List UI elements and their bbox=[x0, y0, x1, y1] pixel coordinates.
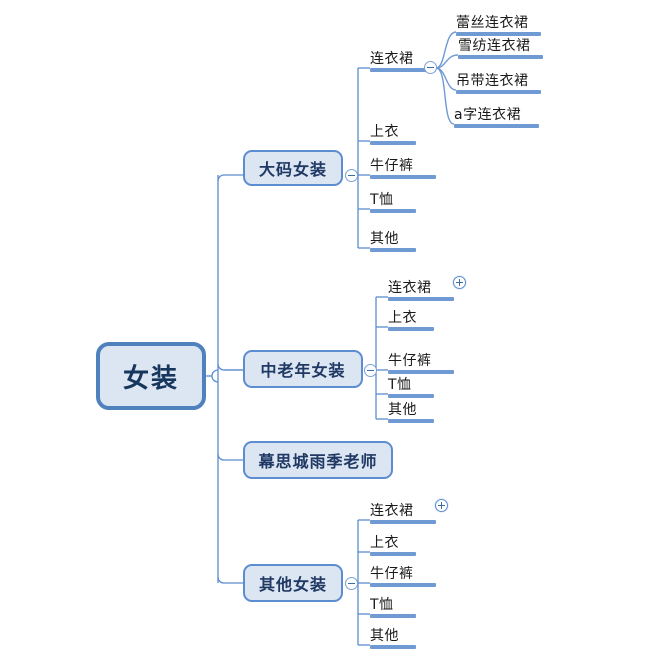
root-node[interactable]: 女装 bbox=[96, 342, 206, 410]
leaf-node-shangyi-dama[interactable]: 上衣 bbox=[370, 121, 416, 145]
leaf-node-label: 其他 bbox=[370, 231, 399, 247]
branch-node-zhonglaonian-nvzhuang[interactable]: 中老年女装 bbox=[243, 350, 363, 388]
leaf-node-label: 牛仔裤 bbox=[388, 353, 432, 369]
leaf-node-label: 蕾丝连衣裙 bbox=[456, 15, 529, 31]
leaf-underline bbox=[456, 90, 541, 94]
leaf-node-label: 牛仔裤 bbox=[370, 158, 414, 174]
leaf-node-label: T恤 bbox=[370, 192, 394, 208]
leaf-node-label: 连衣裙 bbox=[370, 503, 414, 519]
leaf-node-label: 牛仔裤 bbox=[370, 566, 414, 582]
leaf-node-txu-qita[interactable]: T恤 bbox=[370, 594, 416, 618]
root-node-label: 女装 bbox=[122, 363, 179, 394]
branch-node-label: 中老年女装 bbox=[260, 361, 346, 380]
leaf-node-niuzaiku-zhonglaonian[interactable]: 牛仔裤 bbox=[388, 350, 454, 374]
expand-plus-icon-lianyiqun-zhonglaonian[interactable] bbox=[453, 276, 466, 289]
leaf-underline bbox=[370, 209, 416, 213]
leaf-node-qita-zhonglaonian[interactable]: 其他 bbox=[388, 399, 434, 423]
leaf-node-qita-qita[interactable]: 其他 bbox=[370, 625, 416, 649]
leaf-node-label: 吊带连衣裙 bbox=[456, 73, 529, 89]
leaf-underline bbox=[388, 370, 454, 374]
leaf-underline bbox=[458, 55, 543, 59]
leaf-underline bbox=[370, 645, 416, 649]
leaf-node-label: T恤 bbox=[388, 377, 412, 393]
leaf-underline bbox=[370, 583, 436, 587]
leaf-node-label: 上衣 bbox=[388, 310, 417, 326]
leaf-node-leisi-lianyiqun[interactable]: 蕾丝连衣裙 bbox=[456, 12, 541, 36]
leaf-underline bbox=[370, 68, 436, 72]
leaf-underline bbox=[388, 394, 434, 398]
leaf-node-label: 连衣裙 bbox=[370, 51, 414, 67]
leaf-node-txu-dama[interactable]: T恤 bbox=[370, 189, 416, 213]
leaf-underline bbox=[370, 141, 416, 145]
leaf-underline bbox=[370, 175, 436, 179]
leaf-node-label: 连衣裙 bbox=[388, 280, 432, 296]
collapse-minus-icon-dama-nvzhuang[interactable] bbox=[345, 169, 358, 182]
leaf-node-label: T恤 bbox=[370, 597, 394, 613]
leaf-node-diaodai-lianyiqun[interactable]: 吊带连衣裙 bbox=[456, 70, 541, 94]
leaf-node-lianyiqun-dama[interactable]: 连衣裙 bbox=[370, 48, 436, 72]
branch-node-label: 大码女装 bbox=[258, 160, 327, 179]
collapse-minus-icon-lianyiqun-dama[interactable] bbox=[424, 61, 437, 74]
branch-node-dama-nvzhuang[interactable]: 大码女装 bbox=[243, 150, 343, 186]
branch-node-qita-nvzhuang[interactable]: 其他女装 bbox=[243, 564, 343, 602]
leaf-underline bbox=[370, 520, 436, 524]
leaf-node-label: 上衣 bbox=[370, 535, 399, 551]
leaf-node-shangyi-zhonglaonian[interactable]: 上衣 bbox=[388, 307, 434, 331]
branch-node-label: 幕思城雨季老师 bbox=[258, 452, 378, 471]
leaf-node-qita-dama[interactable]: 其他 bbox=[370, 228, 416, 252]
leaf-underline bbox=[456, 32, 541, 36]
leaf-underline bbox=[370, 614, 416, 618]
leaf-node-lianyiqun-qita[interactable]: 连衣裙 bbox=[370, 500, 436, 524]
leaf-node-xuefang-lianyiqun[interactable]: 雪纺连衣裙 bbox=[458, 35, 543, 59]
leaf-node-label: a字连衣裙 bbox=[454, 107, 522, 123]
expand-plus-icon-lianyiqun-qita[interactable] bbox=[435, 499, 448, 512]
leaf-underline bbox=[454, 124, 539, 128]
leaf-node-label: 其他 bbox=[370, 628, 399, 644]
leaf-underline bbox=[370, 552, 416, 556]
leaf-underline bbox=[388, 327, 434, 331]
leaf-node-label: 其他 bbox=[388, 402, 417, 418]
collapse-minus-icon-zhonglaonian[interactable] bbox=[364, 364, 377, 377]
leaf-node-niuzaiku-dama[interactable]: 牛仔裤 bbox=[370, 155, 436, 179]
branch-node-label: 其他女装 bbox=[258, 575, 327, 594]
leaf-node-shangyi-qita[interactable]: 上衣 bbox=[370, 532, 416, 556]
leaf-underline bbox=[388, 419, 434, 423]
leaf-node-label: 上衣 bbox=[370, 124, 399, 140]
branch-node-musicheng-yuji-laoshi[interactable]: 幕思城雨季老师 bbox=[243, 441, 393, 479]
leaf-node-lianyiqun-zhonglaonian[interactable]: 连衣裙 bbox=[388, 277, 454, 301]
leaf-node-azi-lianyiqun[interactable]: a字连衣裙 bbox=[454, 104, 539, 128]
leaf-node-label: 雪纺连衣裙 bbox=[458, 38, 531, 54]
collapse-minus-icon-qita-nvzhuang[interactable] bbox=[345, 577, 358, 590]
leaf-underline bbox=[388, 297, 454, 301]
leaf-node-niuzaiku-qita[interactable]: 牛仔裤 bbox=[370, 563, 436, 587]
leaf-underline bbox=[370, 248, 416, 252]
leaf-node-txu-zhonglaonian[interactable]: T恤 bbox=[388, 374, 434, 398]
